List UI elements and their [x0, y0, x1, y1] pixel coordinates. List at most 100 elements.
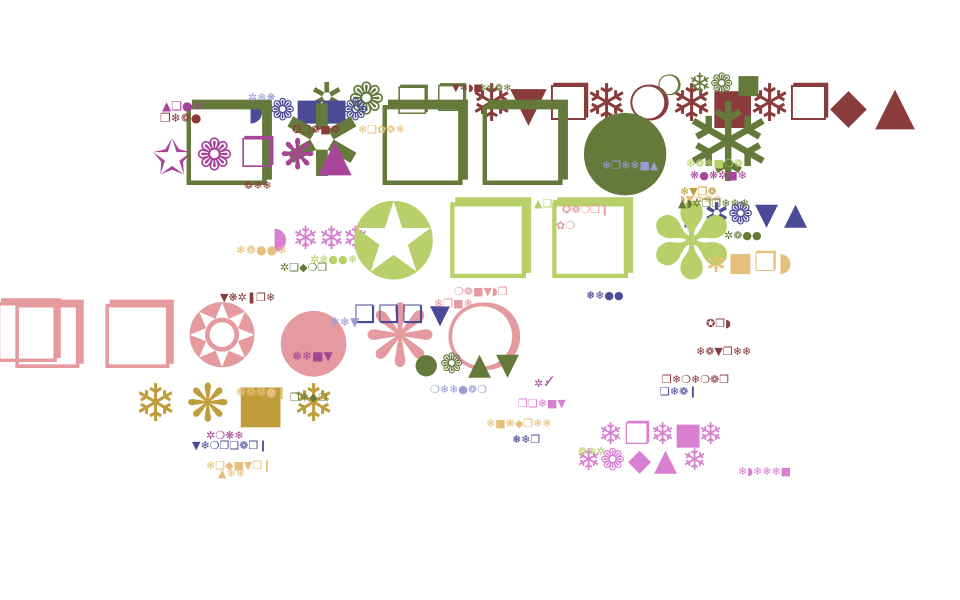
glyph-run: ❄❑◆■▼❐❙: [206, 459, 272, 472]
shadowed-square-icon: ❐: [10, 286, 89, 389]
glyph-run: ▲❄❄: [218, 467, 245, 480]
half-circle-icon: ◗: [272, 221, 288, 256]
shadowed-square-icon: ❑: [378, 300, 400, 328]
glyph-run: ❄❁●●❄: [236, 243, 288, 257]
circle-icon: ●: [276, 287, 352, 387]
glyph-run: ❐❄❍❄❍❁❐: [662, 373, 730, 386]
star-outline-icon: ✩: [152, 130, 193, 186]
glyph-run: ❑❄❁❙: [660, 385, 698, 398]
square-icon: ■: [736, 70, 761, 100]
shadowed-square-icon: ❑: [354, 300, 376, 328]
shadowed-square-icon: ❐: [240, 131, 276, 177]
snowflake-icon: ❄: [576, 443, 602, 478]
glyph-run: ❄❐❄❄■▲: [602, 159, 659, 172]
snowflake-icon: ❄: [698, 417, 724, 452]
down-triangle-icon: ▼: [430, 300, 450, 330]
shadowed-square-icon: ❐: [624, 417, 651, 452]
sun-icon: ❂: [186, 287, 259, 387]
glyph-run: ✿❍: [556, 219, 576, 232]
flower-icon: ❁: [348, 74, 385, 125]
down-triangle-icon: ▼: [496, 347, 520, 382]
snowflake-icon: ❄: [650, 417, 676, 452]
glyph-run: ❍❄❄●❁❍: [430, 383, 487, 396]
glyph-run: ❄❄❁❄: [478, 83, 512, 94]
glyph-run: ▼❄❍❐❑❁❐❙: [192, 439, 268, 452]
square-icon: ■: [728, 248, 753, 278]
glyph-run: ✲❄●●❄: [310, 253, 357, 266]
snowflake-icon: ❄: [585, 74, 629, 134]
triangle-icon: ▲: [468, 347, 492, 382]
asterisk-icon: ✲: [706, 250, 727, 278]
shadowed-square-icon: ❐: [100, 286, 179, 389]
shadowed-square-icon: ❐: [788, 76, 832, 132]
snowflake-icon: ❄: [292, 374, 336, 434]
snowflake-icon: ❄: [292, 219, 319, 257]
triangle-icon: ▲: [875, 76, 915, 136]
snowflake-icon: ❄: [748, 74, 792, 134]
glyph-run: ❄■❋◆❐❄❄: [486, 417, 552, 430]
snowflake-icon: ❄: [682, 79, 775, 207]
shadowed-circle-icon: ❍: [657, 69, 683, 102]
glyph-run: ❁❄❄: [244, 179, 272, 192]
glyph-run: ❐❄❁●: [160, 111, 202, 125]
glyph-run: ❄❁▼❐❄❄: [696, 345, 752, 358]
shadowed-square-icon: ❑: [402, 300, 424, 328]
glyph-run: ❋●❋✲■❄: [690, 169, 747, 182]
glyph-run: ✲❁●●: [724, 229, 762, 242]
snowflake-icon: ❄: [342, 219, 369, 257]
square-icon: ■: [674, 417, 703, 452]
star-circle-icon: ✪: [350, 181, 438, 303]
square-icon: ■: [320, 93, 349, 128]
glyph-run: ▲❏▼❄❄: [534, 197, 580, 210]
asterisk-icon: ✲: [280, 83, 364, 200]
shadowed-square-icon: ❐: [476, 83, 575, 211]
flower-icon: ❁: [710, 67, 734, 100]
shadowed-square-icon: ❐: [548, 76, 592, 132]
down-triangle-icon: ▼: [755, 197, 779, 232]
glyph-run: ❐❑❄■▼: [518, 397, 566, 410]
flower-star-icon: ✽: [648, 181, 736, 303]
shadowed-square-icon: ❐: [396, 79, 431, 123]
glyph-run: ❄❏✿❁❄: [358, 123, 405, 136]
glyph-run: ❄❄▼: [330, 315, 360, 329]
snowflake-icon: ❄: [670, 74, 714, 134]
half-circle-icon: ◗: [248, 93, 264, 128]
glyph-run: ▲❏●❄: [162, 99, 203, 113]
glyph-run: ✪❐◗: [706, 317, 731, 330]
glyph-run: ▲◗✲❐❐❄❄❄: [678, 197, 749, 210]
half-circle-icon: ◗: [682, 197, 698, 232]
asterisk-icon: ✲: [704, 197, 730, 232]
snowflake-icon: ❄: [318, 219, 345, 257]
snowflake-icon: ❄: [134, 374, 178, 434]
glyph-run: ▼❄◗■: [452, 83, 483, 94]
half-circle-icon: ◗: [778, 248, 792, 278]
asterisk-icon: ✲: [310, 75, 344, 121]
square-icon: ■: [295, 93, 324, 128]
glyph-run: ✲❍❋❄: [206, 429, 244, 442]
glyph-run: ✪❁❍❐❙: [562, 203, 610, 216]
glyph-run: ◗▼✲❁❄: [680, 193, 722, 206]
shadowed-square-icon: ❐: [754, 248, 778, 278]
glyph-run: ❄◗❄❄❄■: [738, 465, 792, 478]
snowflake-icon: ❄: [598, 417, 624, 452]
glyph-run: ❄▼❐❁: [680, 185, 717, 198]
flower-icon: ❁: [440, 347, 464, 380]
shadowed-square-icon: ❐: [546, 181, 640, 303]
flower-icon: ❁: [343, 93, 369, 128]
glyph-run: ❄❁❄■❍❁: [686, 157, 744, 170]
shadowed-circle-icon: ❍: [628, 76, 672, 132]
glyph-run: ❐❄◆❍: [290, 391, 328, 404]
glyph-run: ✪❑❁■❁: [292, 123, 340, 136]
check-icon: ✓: [544, 373, 556, 389]
glyph-run: ❁❄✲: [578, 445, 606, 458]
glyph-run: ❁❁❁●❙: [236, 385, 287, 399]
shadowed-circle-icon: ❍: [444, 286, 525, 391]
glyph-run: ❅❄●●: [586, 289, 624, 302]
glyph-run: ✲❄❋: [248, 91, 276, 104]
glyph-run: ❍❁■▼◗❐: [454, 285, 508, 298]
flower-icon: ❁: [270, 93, 296, 128]
glyph-run: ▼❋✲❚❐❄: [220, 291, 276, 304]
circle-icon: ●: [414, 347, 439, 380]
snowflake-icon: ❄: [682, 443, 708, 478]
